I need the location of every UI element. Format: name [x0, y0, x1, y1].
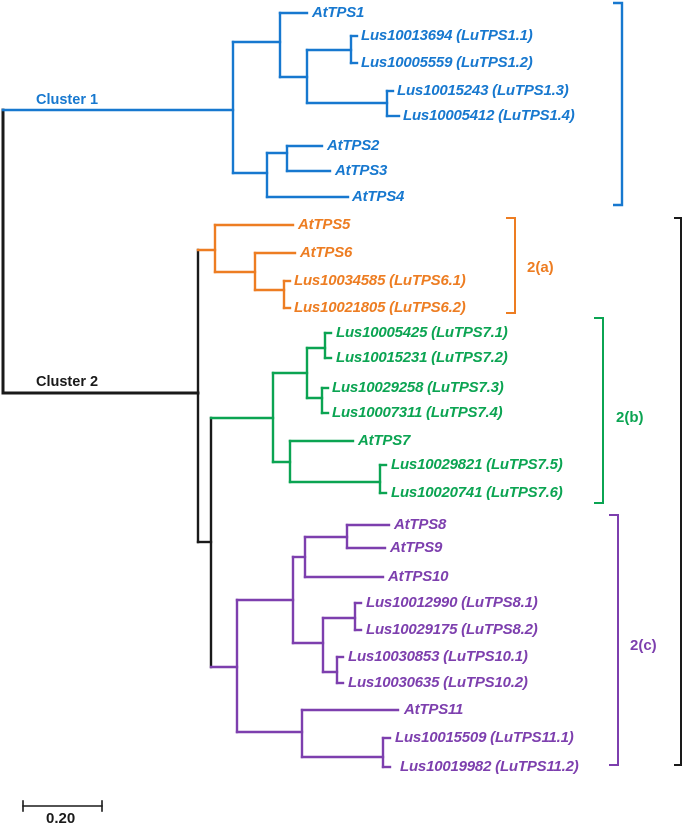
taxon-label: Lus10015231 (LuTPS7.2): [336, 348, 508, 366]
taxon-label: Lus10005559 (LuTPS1.2): [361, 53, 533, 71]
clade-bracket: [609, 514, 619, 766]
taxon-label: AtTPS3: [335, 161, 388, 179]
taxon-label: Lus10012990 (LuTPS8.1): [366, 593, 538, 611]
clade-bracket: [674, 217, 682, 766]
taxon-label: Lus10029175 (LuTPS8.2): [366, 620, 538, 638]
group-2c-label: 2(c): [630, 637, 657, 654]
taxon-label: Lus10020741 (LuTPS7.6): [391, 483, 563, 501]
taxon-label: AtTPS4: [352, 187, 405, 205]
taxon-label: Lus10015243 (LuTPS1.3): [397, 81, 569, 99]
clade-bracket: [594, 317, 604, 504]
taxon-label: AtTPS6: [300, 243, 353, 261]
taxon-label: Lus10007311 (LuTPS7.4): [332, 403, 503, 421]
taxon-label: AtTPS1: [312, 3, 365, 21]
taxon-label: Lus10019982 (LuTPS11.2): [400, 757, 579, 775]
clade-bracket: [613, 1, 624, 207]
taxon-label: Lus10029821 (LuTPS7.5): [391, 455, 563, 473]
taxon-label: Lus10030635 (LuTPS10.2): [348, 673, 528, 691]
taxon-label: Lus10029258 (LuTPS7.3): [332, 378, 504, 396]
taxon-label: Lus10005412 (LuTPS1.4): [403, 106, 575, 124]
taxon-label: AtTPS10: [388, 567, 449, 585]
taxon-label: Lus10005425 (LuTPS7.1): [336, 323, 508, 341]
taxon-label: Lus10013694 (LuTPS1.1): [361, 26, 533, 44]
taxon-label: AtTPS8: [394, 515, 447, 533]
cluster2-label: Cluster 2: [36, 374, 99, 390]
taxon-label: AtTPS7: [358, 431, 411, 449]
scale-bar-label: 0.20: [46, 810, 76, 827]
taxon-label: Lus10034585 (LuTPS6.1): [294, 271, 466, 289]
taxon-label: Lus10015509 (LuTPS11.1): [395, 728, 574, 746]
group-2b-label: 2(b): [616, 409, 644, 426]
cluster1-label: Cluster 1: [36, 92, 99, 108]
taxon-label: AtTPS2: [327, 136, 380, 154]
clade-bracket: [506, 217, 516, 314]
group-2a-label: 2(a): [527, 259, 554, 276]
taxon-label: AtTPS9: [390, 538, 443, 556]
taxon-label: AtTPS11: [404, 700, 464, 718]
taxon-label: Lus10030853 (LuTPS10.1): [348, 647, 528, 665]
taxon-label: AtTPS5: [298, 215, 351, 233]
taxon-label: Lus10021805 (LuTPS6.2): [294, 298, 466, 316]
